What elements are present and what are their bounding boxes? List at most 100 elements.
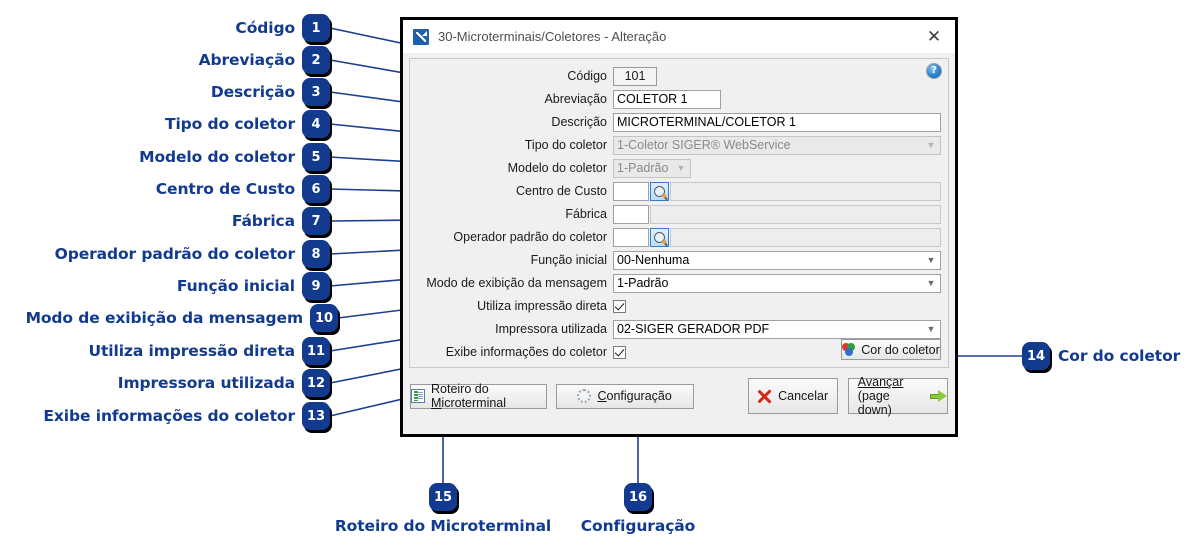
search-icon[interactable]	[650, 181, 669, 201]
label-modelo-coletor: Modelo do coletor	[507, 161, 607, 175]
label-descricao: Descrição	[551, 115, 607, 129]
annotation-12-label: Impressora utilizada	[117, 374, 295, 392]
configuracao-button[interactable]: Configuração	[555, 383, 694, 409]
cor-do-coletor-button[interactable]: Cor do coletor	[841, 339, 941, 360]
annotation-10-label: Modo de exibição da mensagem	[25, 309, 304, 327]
annotation-9-label: Função inicial	[176, 277, 295, 295]
exibe-info-checkbox[interactable]	[613, 345, 626, 359]
impressao-direta-checkbox[interactable]	[613, 299, 626, 313]
annotation-6: Centro de Custo 6	[0, 175, 330, 203]
annotation-8-badge: 8	[302, 240, 330, 268]
avancar-label: Avançar (page down)	[857, 375, 904, 417]
annotation-4-badge: 4	[302, 110, 330, 138]
modelo-coletor-select[interactable]: 1-Padrão ▼	[613, 158, 691, 178]
descricao-input[interactable]: MICROTERMINAL/COLETOR 1	[613, 112, 941, 132]
impressora-select[interactable]: 02-SIGER GERADOR PDF ▼	[613, 319, 941, 339]
search-icon[interactable]	[650, 227, 669, 247]
label-codigo: Código	[567, 69, 607, 83]
label-centro-custo: Centro de Custo	[515, 184, 607, 198]
document-icon	[411, 389, 425, 403]
annotation-16-label: Configuração	[580, 517, 696, 535]
fabrica-input[interactable]	[613, 204, 649, 224]
annotation-10-badge: 10	[310, 304, 338, 332]
annotation-7: Fábrica 7	[0, 207, 330, 235]
annotation-4-label: Tipo do coletor	[164, 115, 295, 133]
field-row-abreviacao: Abreviação COLETOR 1	[417, 88, 941, 110]
tipo-coletor-value: 1-Coletor SIGER® WebService	[617, 138, 791, 152]
annotation-16: 16 Configuração	[568, 483, 708, 535]
abreviacao-input[interactable]: COLETOR 1	[613, 89, 721, 109]
field-row-centro-custo: Centro de Custo	[417, 180, 941, 202]
annotation-7-badge: 7	[302, 207, 330, 235]
annotation-3-label: Descrição	[210, 83, 295, 101]
chevron-down-icon: ▼	[926, 139, 936, 150]
roteiro-microterminal-button[interactable]: Roteiro do Microterminal	[410, 382, 547, 410]
help-icon[interactable]: ?	[926, 63, 942, 79]
color-circles-icon	[842, 343, 856, 356]
annotation-8-label: Operador padrão do coletor	[54, 245, 295, 263]
field-row-impressora: Impressora utilizada 02-SIGER GERADOR PD…	[417, 318, 941, 340]
annotation-3-badge: 3	[302, 78, 330, 106]
modo-exibicao-value: 1-Padrão	[617, 276, 669, 290]
annotation-1-badge: 1	[302, 14, 330, 42]
annotation-2-label: Abreviação	[198, 51, 296, 69]
annotation-5-badge: 5	[302, 143, 330, 171]
label-funcao-inicial: Função inicial	[530, 253, 607, 267]
label-impressora: Impressora utilizada	[495, 322, 607, 336]
gear-icon	[577, 389, 592, 403]
field-row-descricao: Descrição MICROTERMINAL/COLETOR 1	[417, 111, 941, 133]
annotation-6-label: Centro de Custo	[155, 180, 295, 198]
cancelar-button[interactable]: Cancelar	[747, 378, 838, 414]
annotation-12-badge: 12	[302, 369, 330, 397]
label-impressao-direta: Utiliza impressão direta	[477, 299, 607, 313]
annotation-2: Abreviação 2	[0, 46, 330, 74]
close-icon[interactable]: ✕	[926, 26, 942, 46]
funcao-inicial-value: 00-Nenhuma	[617, 253, 690, 267]
centro-custo-input[interactable]	[613, 181, 649, 201]
annotation-8: Operador padrão do coletor 8	[0, 240, 330, 268]
form-panel: ? Código 101 Abreviação COLETOR 1 Descri…	[409, 58, 949, 368]
annotation-4: Tipo do coletor 4	[0, 110, 330, 138]
label-modo-exibicao: Modo de exibição da mensagem	[426, 276, 607, 290]
app-arrow-icon	[413, 28, 429, 45]
window-title: 30-Microterminais/Coletores - Alteração	[438, 29, 667, 44]
annotation-15-badge: 15	[429, 483, 457, 511]
avancar-button[interactable]: Avançar (page down)	[847, 375, 948, 417]
field-row-funcao-inicial: Função inicial 00-Nenhuma ▼	[417, 249, 941, 271]
title-bar: 30-Microterminais/Coletores - Alteração …	[403, 20, 955, 54]
annotation-11-label: Utiliza impressão direta	[88, 342, 295, 360]
microterminal-dialog: 30-Microterminais/Coletores - Alteração …	[400, 17, 958, 437]
annotation-14-badge: 14	[1022, 342, 1050, 370]
chevron-down-icon: ▼	[926, 254, 936, 265]
fabrica-description	[650, 204, 941, 224]
tipo-coletor-select[interactable]: 1-Coletor SIGER® WebService ▼	[613, 135, 941, 155]
annotation-5: Modelo do coletor 5	[0, 143, 330, 171]
chevron-down-icon: ▼	[926, 277, 936, 288]
annotation-9-badge: 9	[302, 272, 330, 300]
cor-do-coletor-label: Cor do coletor	[861, 342, 940, 357]
annotation-15-label: Roteiro do Microterminal	[334, 517, 552, 535]
label-exibe-info: Exibe informações do coletor	[445, 345, 607, 359]
configuracao-label: Configuração	[597, 389, 672, 403]
label-operador-padrao: Operador padrão do coletor	[453, 230, 607, 244]
annotation-12: Impressora utilizada 12	[0, 369, 330, 397]
annotation-13-badge: 13	[302, 402, 330, 430]
centro-custo-description	[670, 181, 941, 201]
dialog-client-area: ? Código 101 Abreviação COLETOR 1 Descri…	[403, 53, 955, 434]
modo-exibicao-select[interactable]: 1-Padrão ▼	[613, 273, 941, 293]
annotation-10: Modo de exibição da mensagem 10	[0, 304, 338, 332]
codigo-input[interactable]: 101	[613, 66, 657, 86]
annotation-1: Código 1	[0, 14, 330, 42]
field-row-operador-padrao: Operador padrão do coletor	[417, 226, 941, 248]
label-fabrica: Fábrica	[565, 207, 607, 221]
annotation-13: Exibe informações do coletor 13	[0, 402, 330, 430]
field-row-codigo: Código 101	[417, 65, 941, 87]
operador-padrao-input[interactable]	[613, 227, 649, 247]
annotation-1-label: Código	[235, 19, 295, 37]
funcao-inicial-select[interactable]: 00-Nenhuma ▼	[613, 250, 941, 270]
chevron-down-icon: ▼	[676, 162, 686, 173]
field-row-modo-exibicao: Modo de exibição da mensagem 1-Padrão ▼	[417, 272, 941, 294]
annotation-5-label: Modelo do coletor	[139, 148, 295, 166]
annotation-3: Descrição 3	[0, 78, 330, 106]
